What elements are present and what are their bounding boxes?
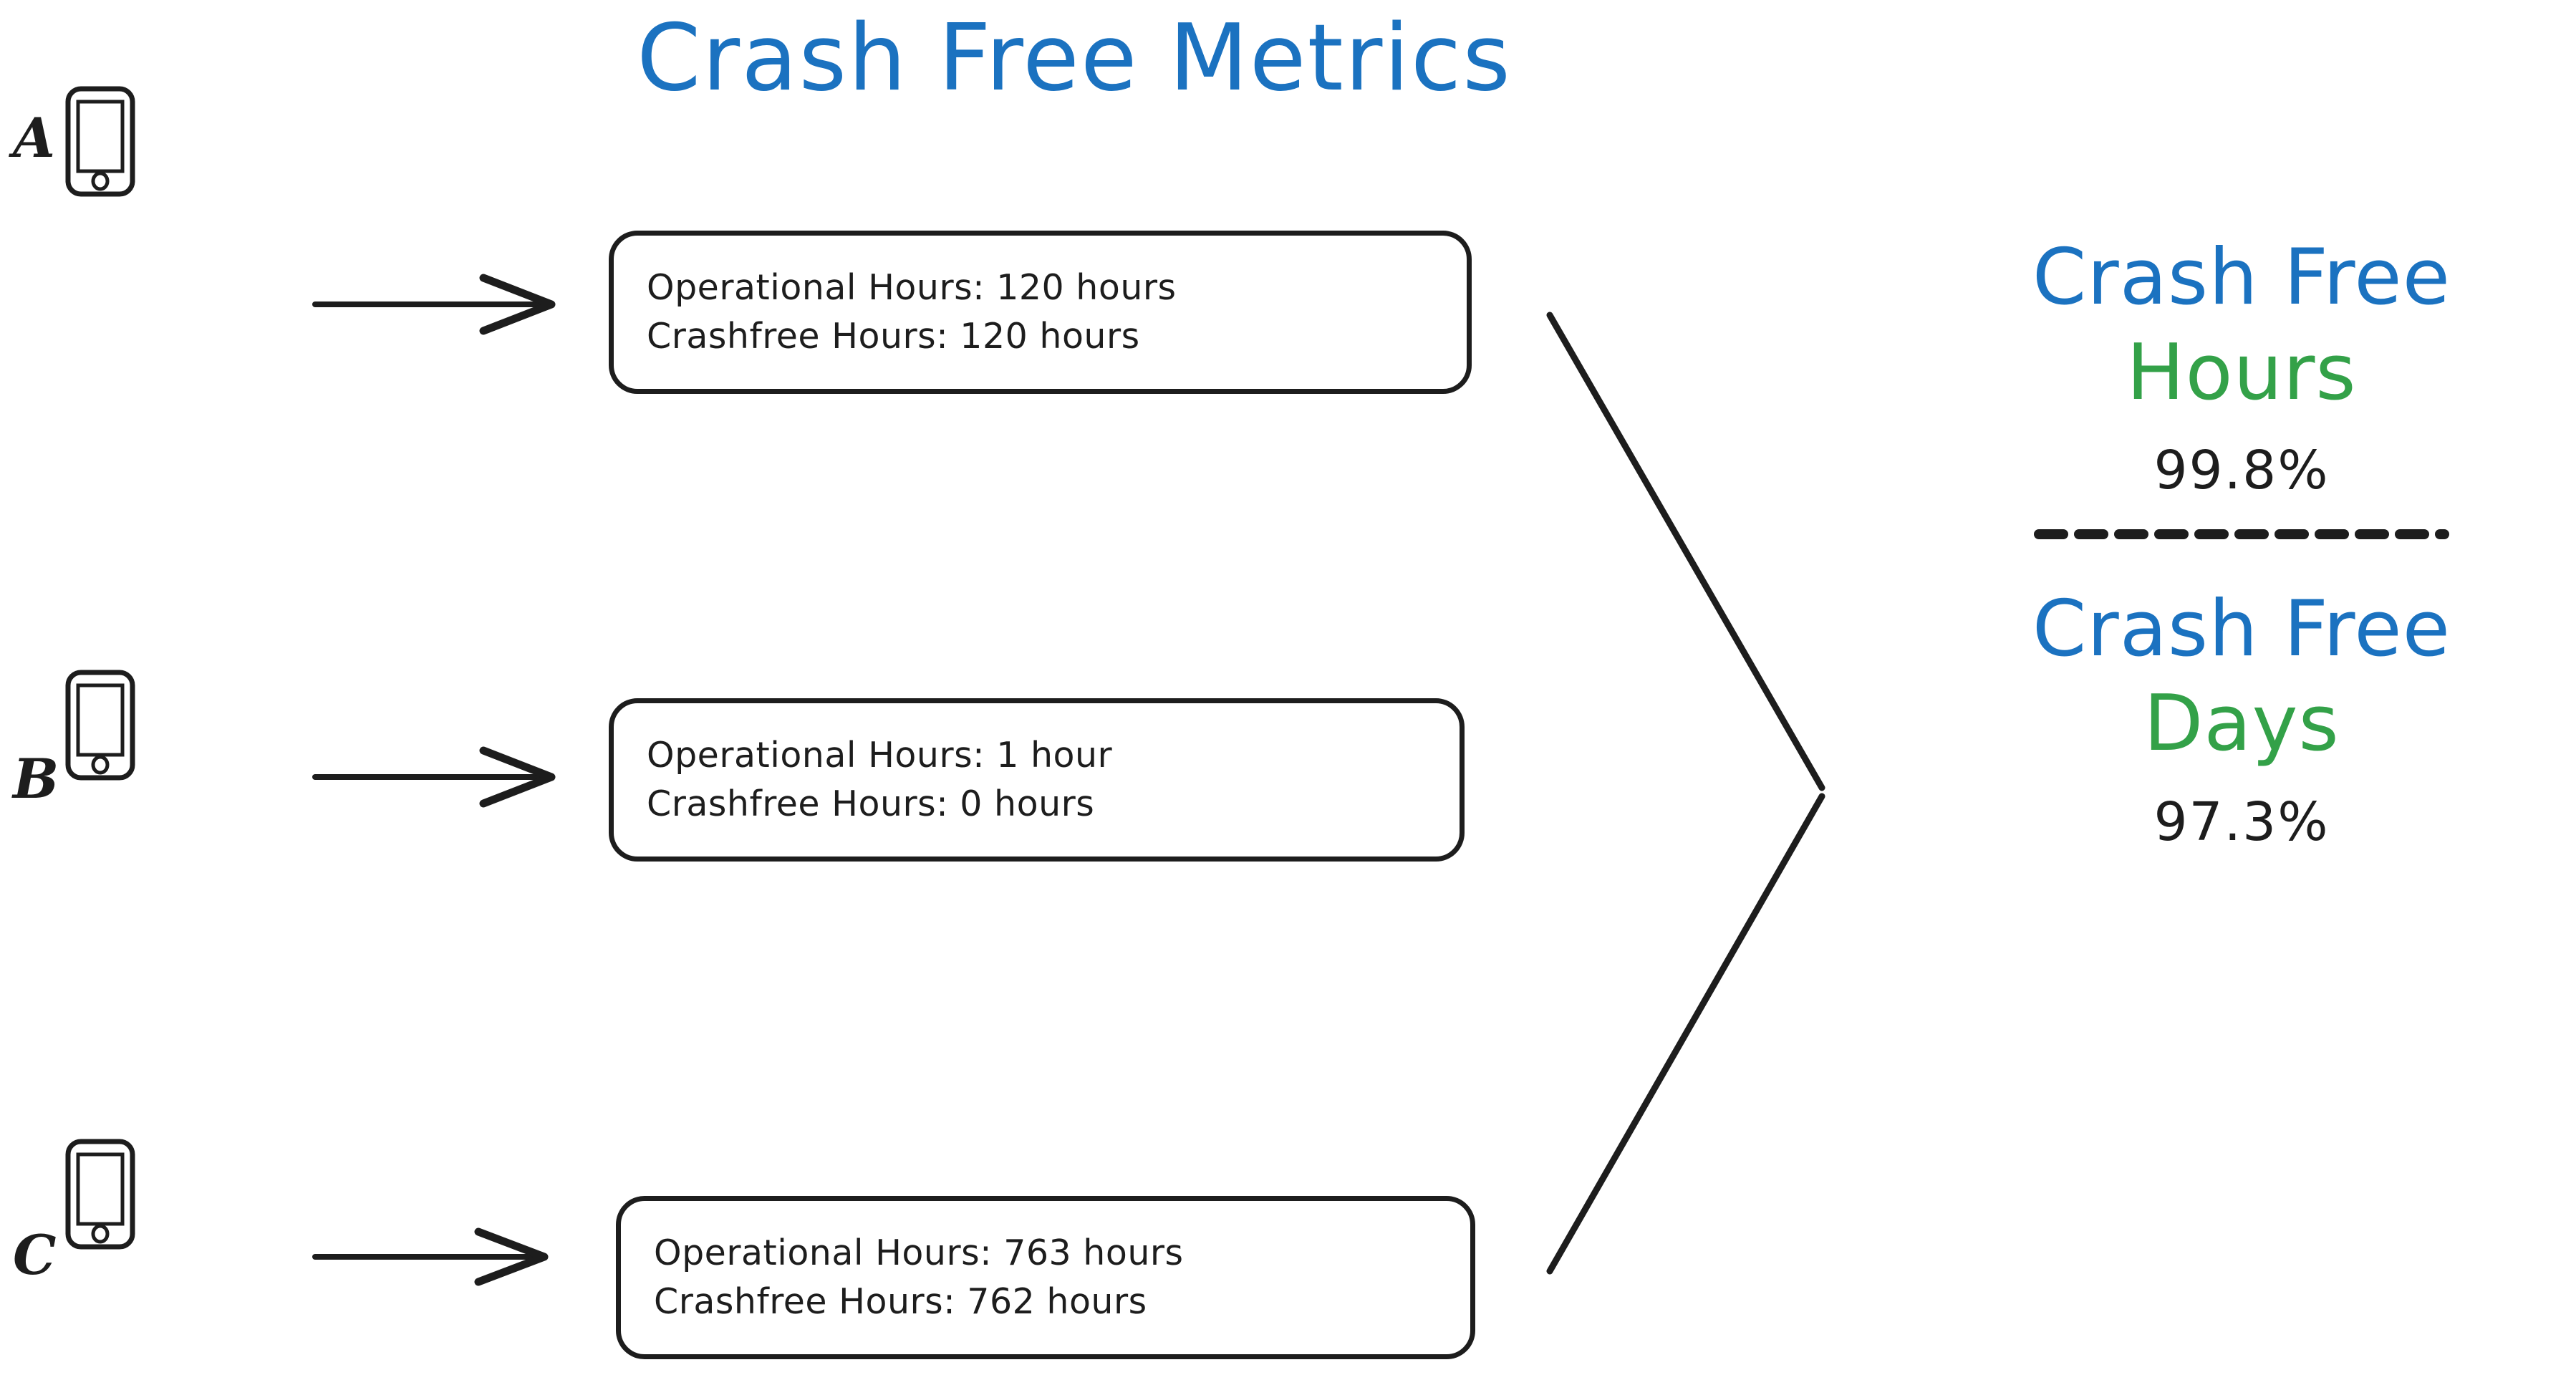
- info-line: Crashfree Hours: 120 hours: [647, 316, 1140, 357]
- converging-bracket-icon: [1546, 312, 1825, 1275]
- metric-title-primary: Crash Free: [2032, 233, 2451, 322]
- device-label-c: C: [13, 1223, 57, 1287]
- device-label-b: B: [13, 747, 59, 811]
- info-line: Crashfree Hours: 762 hours: [654, 1281, 1147, 1322]
- metric-title-primary: Crash Free: [2032, 584, 2451, 674]
- phone-icon: [65, 670, 135, 781]
- metric-crash-free-days: Crash Free Days 97.3%: [1919, 584, 2564, 853]
- phone-icon: [65, 1139, 135, 1250]
- metric-value: 99.8%: [2153, 440, 2330, 502]
- info-box-a: Operational Hours: 120 hours Crashfree H…: [609, 231, 1472, 394]
- info-line: Crashfree Hours: 0 hours: [647, 783, 1095, 824]
- metric-value: 97.3%: [2153, 791, 2330, 853]
- dashed-divider: [2034, 529, 2449, 539]
- info-box-b: Operational Hours: 1 hour Crashfree Hour…: [609, 698, 1465, 862]
- metric-title-secondary: Hours: [2126, 327, 2357, 418]
- metric-title-secondary: Days: [2143, 679, 2340, 769]
- phone-icon: [65, 86, 135, 197]
- info-line: Operational Hours: 763 hours: [654, 1232, 1184, 1274]
- info-line: Operational Hours: 120 hours: [647, 267, 1177, 309]
- arrow-right-icon: [312, 1227, 549, 1286]
- page-title: Crash Free Metrics: [637, 5, 1512, 112]
- info-line: Operational Hours: 1 hour: [647, 735, 1113, 776]
- results-panel: Crash Free Hours 99.8% Crash Free Days 9…: [1919, 236, 2564, 851]
- arrow-right-icon: [312, 274, 556, 335]
- metric-crash-free-hours: Crash Free Hours 99.8%: [1919, 236, 2564, 501]
- info-box-c: Operational Hours: 763 hours Crashfree H…: [616, 1196, 1475, 1359]
- arrow-right-icon: [312, 746, 556, 808]
- device-label-a: A: [13, 106, 55, 170]
